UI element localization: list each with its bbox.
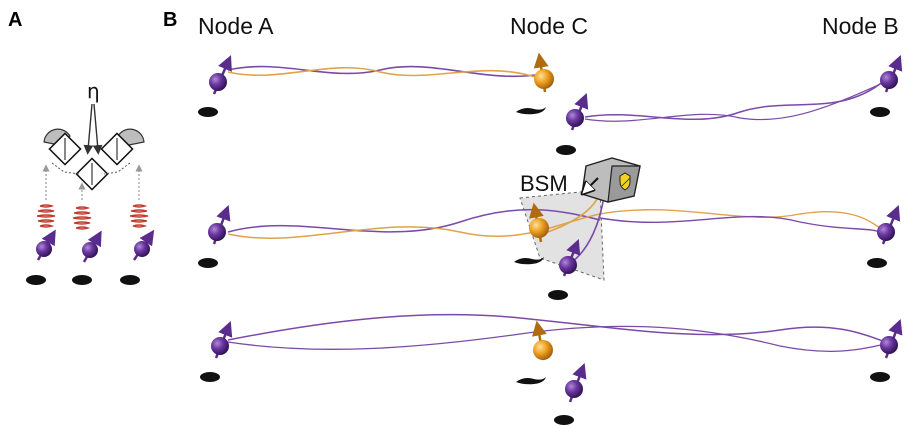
entanglement-strand [571, 195, 605, 263]
panel-b-label: B [163, 9, 177, 31]
photon-wavepacket-icon [129, 204, 149, 228]
entanglement-strand [227, 313, 886, 343]
entanglement-strand [227, 66, 536, 78]
spin-qubit-icon [554, 362, 587, 425]
spin-qubit-icon [548, 239, 581, 300]
entanglement-strand [227, 213, 601, 239]
spin-qubit-icon [198, 55, 232, 117]
spin-qubit-icon [870, 55, 903, 117]
entanglement-strand [227, 325, 886, 352]
entanglement-strand [584, 79, 886, 121]
spin-qubit-icon [556, 93, 589, 155]
eta-arrow-right [92, 103, 103, 155]
spin-qubit-icon [120, 229, 155, 285]
node-b-label: Node B [822, 13, 899, 39]
eta-label: η [87, 79, 100, 103]
row-1 [198, 52, 903, 155]
photon-wavepacket-icon [36, 204, 56, 228]
beamsplitter-icon [75, 157, 109, 191]
entanglement-strand [227, 208, 601, 233]
shield-icon [619, 172, 631, 191]
row-3 [200, 313, 903, 425]
panel-a: η [26, 79, 155, 285]
photon-wavepacket-icon [72, 206, 92, 230]
spin-qubit-icon [516, 320, 553, 385]
panel-a-label: A [8, 9, 22, 31]
spin-qubit-icon [26, 229, 56, 285]
spin-qubit-icon [198, 204, 231, 268]
spin-qubit-icon [870, 318, 903, 382]
bsm-device-icon [581, 157, 641, 203]
entanglement-strand [599, 209, 886, 233]
entanglement-strand [599, 215, 886, 235]
eta-arrow-left [83, 103, 94, 155]
bsm-arrow [586, 177, 599, 190]
spin-qubit-icon [514, 202, 549, 265]
node-a-label: Node A [198, 13, 274, 39]
spin-qubit-icon [72, 230, 102, 285]
spin-qubit-icon [516, 52, 554, 115]
beamsplitter-icon [48, 132, 82, 166]
spin-qubit-icon [200, 321, 233, 382]
bsm-label: BSM [520, 171, 568, 196]
spin-qubit-icon [867, 205, 901, 268]
node-c-label: Node C [510, 13, 588, 39]
row-2: BSM [198, 157, 901, 300]
beamsplitter-icon [100, 132, 134, 166]
entanglement-strand [584, 81, 886, 122]
entanglement-strand [227, 65, 536, 78]
